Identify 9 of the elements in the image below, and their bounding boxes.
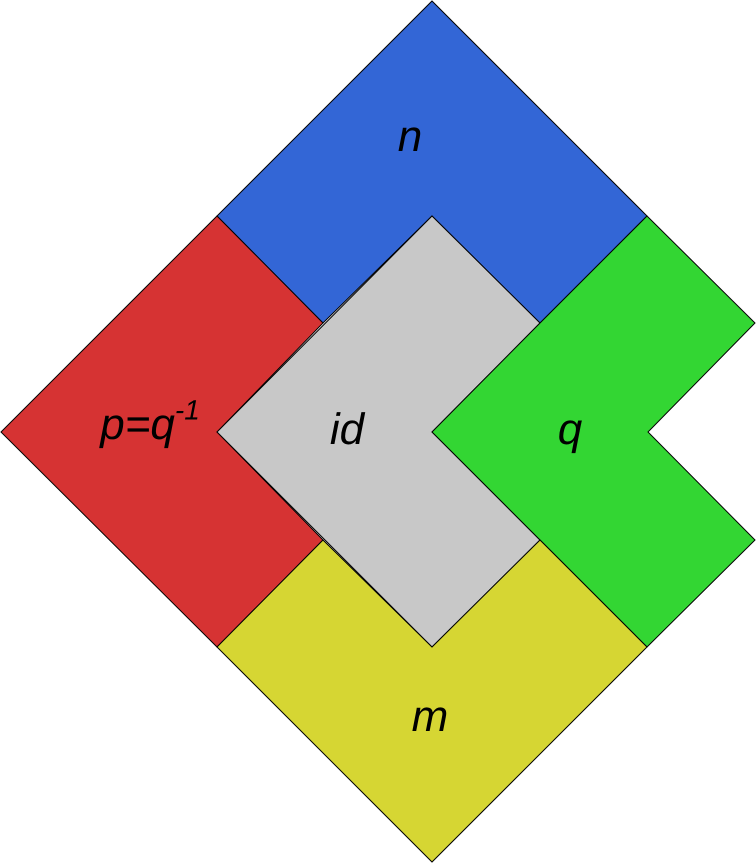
region-label: id <box>330 408 364 452</box>
tile-region <box>432 216 755 647</box>
tile-region <box>217 216 540 647</box>
region-label: q <box>558 408 582 452</box>
region-label: m <box>412 695 448 739</box>
tile-region <box>1 216 323 647</box>
region-label: n <box>398 115 422 159</box>
tile-region <box>217 1 647 323</box>
tile-region <box>217 540 647 862</box>
